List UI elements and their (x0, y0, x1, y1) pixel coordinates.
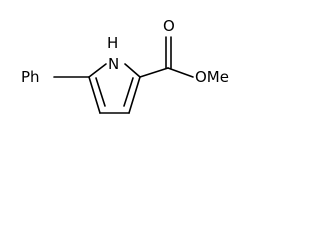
bond-c5-n1 (88, 63, 107, 78)
atom-labels: Ph H N O OMe (21, 17, 229, 86)
bond-c5-c4-inner (95, 77, 106, 107)
phenyl-label: Ph (21, 68, 40, 86)
bond-carbonyl-ome (167, 67, 194, 78)
carbonyl-oxygen-label: O (163, 17, 175, 35)
bond-c3-c2-inner (123, 77, 134, 107)
ester-methoxy-label: OMe (195, 68, 229, 86)
structure-diagram: Ph H N O OMe (21, 17, 229, 114)
nitrogen-label: N (108, 55, 119, 73)
bond-c2-carbonyl (139, 67, 169, 78)
bonds (53, 36, 194, 114)
bond-c5-c4 (88, 76, 101, 114)
nh-hydrogen-label: H (107, 34, 118, 52)
bond-n1-c2 (124, 63, 141, 78)
bond-c3-c2 (128, 76, 141, 114)
